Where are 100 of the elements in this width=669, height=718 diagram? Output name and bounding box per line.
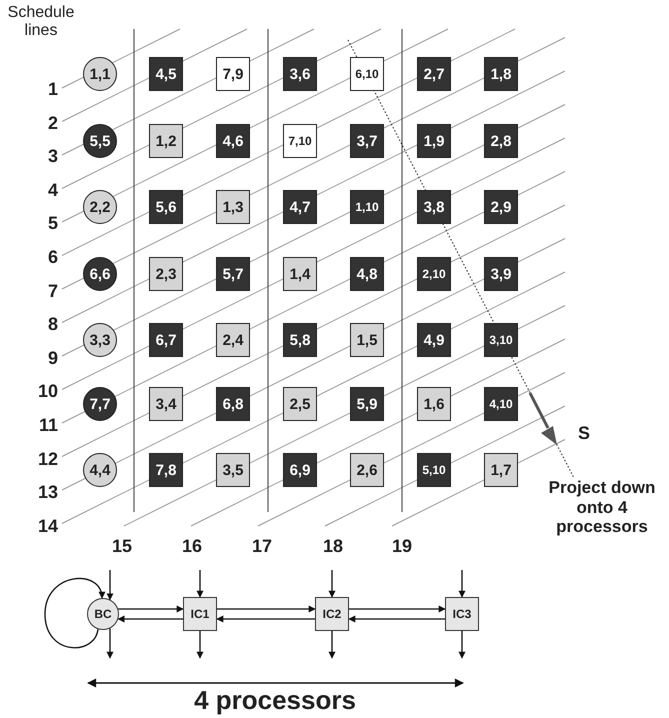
cell-label: 7,7 (90, 396, 110, 412)
processor-box (445, 597, 479, 631)
line-number: 17 (250, 536, 274, 557)
cell-label: 6,7 (156, 332, 176, 348)
grid-square (283, 190, 317, 224)
cell-label: 3,4 (156, 396, 176, 412)
grid-square (283, 124, 317, 158)
line-number: 1 (46, 79, 58, 100)
cell-label: 4,10 (489, 397, 513, 411)
cell-label: 2,8 (490, 132, 512, 150)
grid-square (283, 387, 317, 421)
grid-square (417, 190, 451, 224)
processor-box (315, 597, 349, 631)
cell-label: 3,9 (490, 266, 512, 282)
line-number: 12 (36, 448, 58, 470)
grid-square (484, 124, 518, 158)
grid-square (484, 190, 518, 224)
cell-label: 5,7 (222, 266, 244, 282)
line-number: 8 (46, 314, 58, 335)
grid-square (149, 387, 183, 421)
arrow (349, 606, 446, 612)
grid-circle (83, 387, 117, 421)
arrow (118, 606, 184, 612)
arrow (44, 578, 104, 648)
grid-square (417, 57, 451, 91)
cell-label: 5,6 (156, 198, 176, 216)
grid-square (216, 57, 250, 91)
grid-square (216, 124, 250, 158)
cell-label: 1,5 (356, 332, 378, 348)
arrow (458, 570, 466, 598)
cell-label: 1,2 (156, 132, 176, 150)
cell-label: 6,6 (90, 266, 110, 282)
grid-circle (83, 124, 117, 158)
line-number: 9 (46, 348, 58, 368)
grid-square (216, 387, 250, 421)
cell-label: 1,7 (490, 462, 512, 478)
cell-label: 3,10 (489, 333, 513, 347)
processor-circle (87, 598, 119, 630)
processor-label: IC3 (452, 607, 472, 621)
cell-label: 3,7 (356, 132, 378, 150)
cell-label: 2,10 (422, 267, 446, 281)
arrow (217, 606, 316, 612)
arrow (118, 616, 183, 622)
grid-square (149, 190, 183, 224)
arrow (328, 570, 336, 598)
grid-square (216, 257, 250, 291)
cell-label: 2,7 (424, 66, 444, 82)
grid-circle (83, 323, 117, 357)
grid-square (417, 387, 451, 421)
grid-square (283, 453, 317, 487)
line-number: 19 (390, 536, 414, 557)
grid-square (350, 323, 384, 357)
grid-square (417, 323, 451, 357)
cell-label: 1,4 (290, 266, 310, 282)
grid-square (484, 57, 518, 91)
grid-square (149, 453, 183, 487)
cell-label: 7,9 (222, 66, 244, 82)
cell-label: 7,10 (288, 134, 312, 148)
cell-label: 1,6 (424, 396, 444, 412)
grid-square (417, 257, 451, 291)
grid-square (350, 190, 384, 224)
processor-label: BC (94, 607, 112, 621)
cell-label: 2,6 (356, 462, 378, 478)
cell-label: 2,4 (222, 332, 244, 348)
grid-square (350, 257, 384, 291)
arrow (216, 616, 315, 622)
grid-square (216, 323, 250, 357)
line-number: 7 (46, 280, 58, 302)
grid-square (216, 453, 250, 487)
grid-square (484, 453, 518, 487)
grid-square (149, 257, 183, 291)
arrow (348, 616, 445, 622)
grid-square (484, 387, 518, 421)
grid-circle (83, 257, 117, 291)
cell-label: 5,10 (422, 463, 446, 477)
cell-label: 1,1 (90, 66, 110, 82)
cell-label: 5,5 (90, 132, 110, 150)
line-number: 10 (36, 381, 58, 402)
cell-label: 3,8 (424, 198, 444, 216)
arrow (458, 631, 466, 659)
grid-square (350, 387, 384, 421)
cell-label: 7,8 (156, 462, 176, 478)
arrow (328, 631, 336, 659)
line-number: 11 (38, 415, 58, 436)
cell-label: 6,10 (355, 67, 379, 81)
processor-label: IC1 (190, 607, 210, 621)
grid-square (484, 257, 518, 291)
dimension-label: 4 processors (193, 686, 357, 716)
grid-square (484, 323, 518, 357)
cell-label: 3,6 (290, 66, 310, 82)
grid-circle (83, 57, 117, 91)
arrow (106, 570, 114, 600)
cell-label: 1,9 (424, 132, 444, 150)
processor-label: IC2 (322, 607, 342, 621)
grid-circle (83, 453, 117, 487)
grid-square (350, 124, 384, 158)
axis-title: Schedule lines (6, 4, 76, 41)
line-number: 15 (110, 536, 134, 557)
cell-label: 2,9 (490, 198, 512, 216)
grid-square (149, 323, 183, 357)
